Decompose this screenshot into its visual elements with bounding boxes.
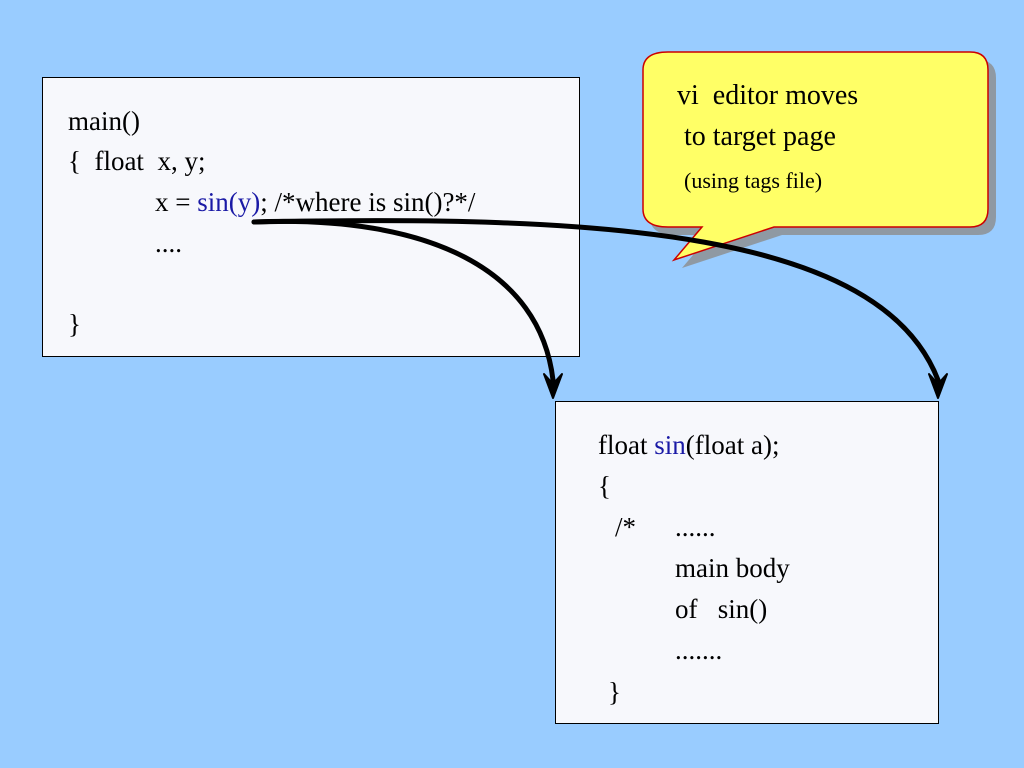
sin-definition-name: sin [654, 430, 686, 460]
callee-line-comment-start: /* [615, 512, 637, 542]
caller-code-box: main() { float x, y; x = sin(y); /*where… [42, 77, 580, 357]
assignment-suffix: ; /*where is sin()?*/ [260, 187, 476, 217]
callee-line-main-body: main body [675, 553, 790, 583]
caller-line-main: main() [68, 106, 140, 136]
signature-suffix: (float a); [685, 430, 780, 460]
assignment-prefix: x = [155, 187, 198, 217]
caller-line-ellipsis: .... [155, 228, 182, 258]
caller-line-declaration: { float x, y; [68, 146, 206, 176]
callee-code-box: float sin(float a); { /* ...... main bod… [555, 401, 939, 724]
callee-line-comment-dots: ...... [675, 512, 716, 542]
callout-text-line1: vi editor moves [677, 80, 859, 111]
callee-line-dots: ....... [675, 635, 723, 665]
signature-prefix: float [598, 430, 655, 460]
callee-line-signature: float sin(float a); [598, 430, 779, 460]
caller-line-assignment: x = sin(y); /*where is sin()?*/ [155, 187, 475, 217]
caller-line-close-brace: } [68, 309, 81, 339]
callee-line-close-brace: } [608, 677, 621, 707]
callee-line-open-brace: { [598, 471, 611, 501]
sin-call[interactable]: sin(y) [197, 187, 261, 217]
callout-text-line2: to target page [684, 121, 836, 152]
callout-text-line3: (using tags file) [684, 168, 823, 193]
callee-line-of-sin: of sin() [675, 594, 768, 624]
